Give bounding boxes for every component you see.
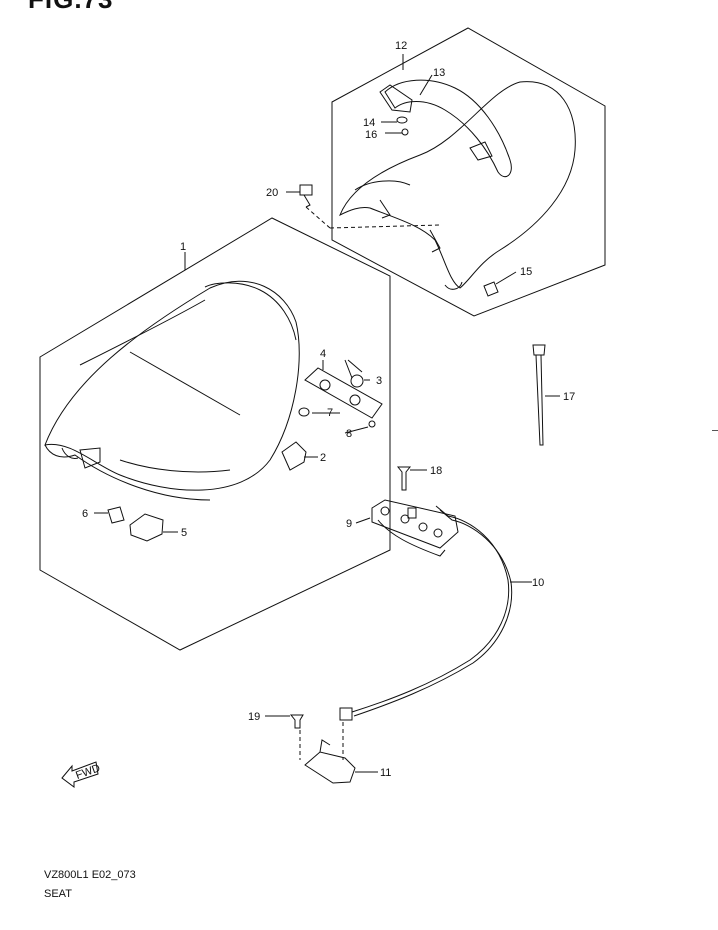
- callout-17: 17: [563, 391, 575, 403]
- callout-9: 9: [346, 518, 352, 530]
- callout-15: 15: [520, 266, 532, 278]
- cushion-6-drawing: [107, 506, 125, 524]
- callout-14: 14: [363, 117, 375, 129]
- callout-11: 11: [380, 767, 391, 779]
- tie-17-drawing: [532, 344, 546, 446]
- rear-seat-frame: [331, 27, 606, 317]
- callout-8: 8: [346, 428, 352, 440]
- main-seat-drawing: [44, 280, 300, 501]
- cable-10-drawing: [339, 505, 513, 721]
- callout-6: 6: [82, 508, 88, 520]
- main-seat-frame: [39, 217, 391, 651]
- callout-2: 2: [320, 452, 326, 464]
- bracket-11-drawing: [289, 714, 356, 784]
- rear-seat-drawing: [339, 79, 576, 290]
- callout-5: 5: [181, 527, 187, 539]
- callout-10: 10: [532, 577, 544, 589]
- bolt-20-drawing: [299, 184, 441, 229]
- cushion-5-drawing: [129, 513, 164, 542]
- washer-14-drawing: [396, 116, 408, 124]
- callout-19: 19: [248, 711, 260, 723]
- seat-lock-9-drawing: [371, 499, 459, 557]
- callout-12: 12: [395, 40, 407, 52]
- figure-title: FIG.73: [28, 0, 113, 15]
- footer-name: SEAT: [44, 888, 72, 900]
- fwd-arrow: FWD: [61, 761, 102, 788]
- callout-3: 3: [376, 375, 382, 387]
- callout-4: 4: [320, 348, 326, 360]
- nut-16-drawing: [401, 128, 409, 136]
- clip-2-drawing: [281, 441, 307, 471]
- fwd-arrow-label: FWD: [74, 762, 102, 782]
- callout-1: 1: [180, 241, 186, 253]
- callout-20: 20: [266, 187, 278, 199]
- footer-code: VZ800L1 E02_073: [44, 869, 136, 881]
- edge-mark: [712, 430, 718, 431]
- screw-18-drawing: [396, 466, 412, 491]
- callout-18: 18: [430, 465, 442, 477]
- bracket-4-drawing: [298, 359, 383, 428]
- callout-16: 16: [365, 129, 377, 141]
- callout-7: 7: [327, 407, 333, 419]
- cushion-15-drawing: [483, 281, 499, 297]
- callout-13: 13: [433, 67, 445, 79]
